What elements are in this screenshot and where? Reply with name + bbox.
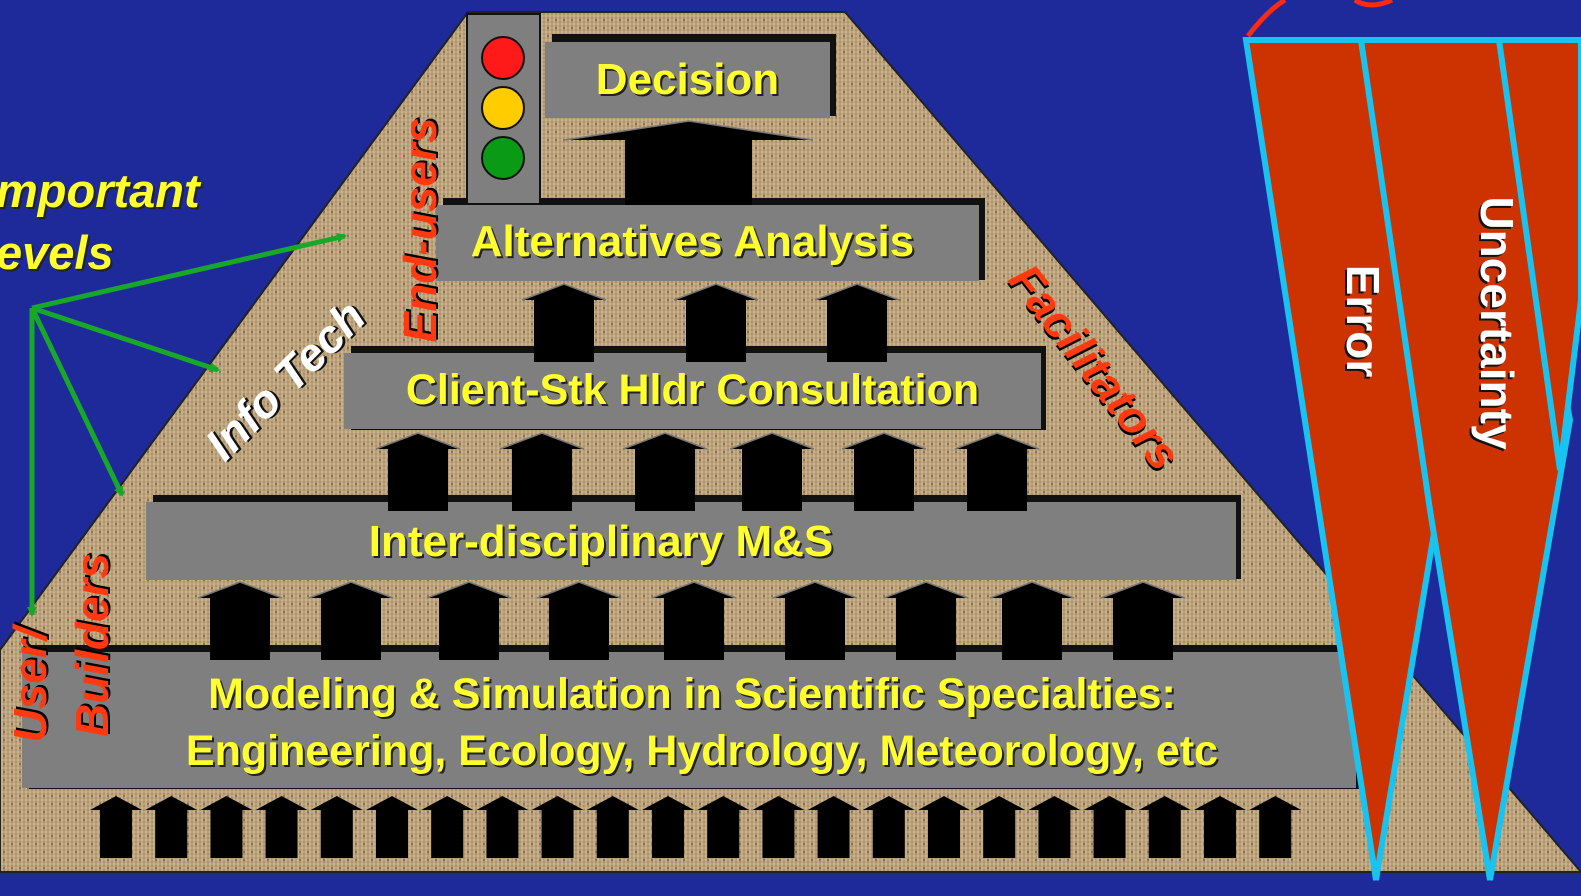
up-arrow-icon — [1138, 796, 1191, 858]
up-arrow-icon — [673, 283, 759, 363]
builders-label: Builders — [66, 552, 118, 738]
up-arrow-icon — [752, 796, 805, 858]
up-arrow-icon — [308, 581, 394, 661]
up-arrow-icon — [145, 796, 198, 858]
up-arrow-icon — [622, 432, 708, 512]
third-wedge — [1495, 37, 1581, 471]
up-arrow-icon — [883, 581, 969, 661]
up-arrow-icon — [729, 432, 815, 512]
user-label: User/ — [4, 627, 56, 743]
interdisciplinary-label: Inter-disciplinary M&S — [368, 517, 834, 566]
error-label: Error — [1337, 264, 1389, 378]
up-arrow-icon — [586, 796, 639, 858]
end-users-label: End-users — [394, 117, 446, 343]
up-arrow-icon — [651, 581, 737, 661]
modeling-label-line1: Modeling & Simulation in Scientific Spec… — [208, 670, 1176, 718]
up-arrow-icon — [772, 581, 858, 661]
up-arrow-icon — [841, 432, 927, 512]
up-arrow-icon — [954, 432, 1040, 512]
up-arrow-icon — [1249, 796, 1302, 858]
up-arrow-icon — [1194, 796, 1246, 858]
left-note-line2: evels — [0, 226, 114, 279]
up-arrow-icon — [90, 796, 142, 858]
consultation-bar — [344, 353, 1041, 429]
pointer-lines — [27, 232, 347, 617]
up-arrow-icon — [807, 796, 860, 858]
alternatives-bar — [436, 205, 979, 281]
up-arrow-icon — [1028, 796, 1081, 858]
traffic-light-icon — [466, 13, 541, 205]
up-arrow-icon — [426, 581, 512, 661]
modeling-bar — [22, 652, 1356, 788]
up-arrow-icon — [476, 796, 529, 858]
up-arrow-icon — [918, 796, 970, 858]
uncertainty-label: Uncertainty — [1471, 196, 1523, 450]
up-arrow-icon — [197, 581, 283, 661]
decision-label: Decision — [595, 55, 780, 104]
consultation-label: Client-Stk Hldr Consultation — [405, 366, 980, 414]
up-arrow-icon — [1083, 796, 1136, 858]
modeling-label-line2: Engineering, Ecology, Hydrology, Meteoro… — [185, 727, 1219, 775]
up-arrow-icon — [531, 796, 584, 858]
up-arrow-icon — [1100, 581, 1186, 661]
up-arrow-icon — [366, 796, 418, 858]
up-arrow-icon — [564, 120, 814, 205]
up-arrow-icon — [536, 581, 622, 661]
alternatives-label: Alternatives Analysis — [470, 217, 915, 266]
up-arrow-icon — [375, 432, 461, 512]
up-arrow-icon — [973, 796, 1026, 858]
red-curve — [1246, 0, 1287, 38]
uncertainty-wedge — [1357, 37, 1574, 881]
up-arrow-icon — [255, 796, 308, 858]
up-arrow-icon — [499, 432, 585, 512]
up-arrow-icon — [814, 283, 900, 363]
up-arrow-icon — [642, 796, 694, 858]
decision-bar — [545, 42, 830, 118]
up-arrow-icon — [862, 796, 915, 858]
left-note-line1: mportant — [0, 164, 200, 217]
up-arrow-icon — [421, 796, 474, 858]
up-arrow-icon — [521, 283, 607, 363]
up-arrow-icon — [697, 796, 750, 858]
up-arrow-icon — [310, 796, 363, 858]
up-arrow-icon — [200, 796, 253, 858]
up-arrow-icon — [989, 581, 1075, 661]
interdisciplinary-bar — [146, 502, 1236, 580]
